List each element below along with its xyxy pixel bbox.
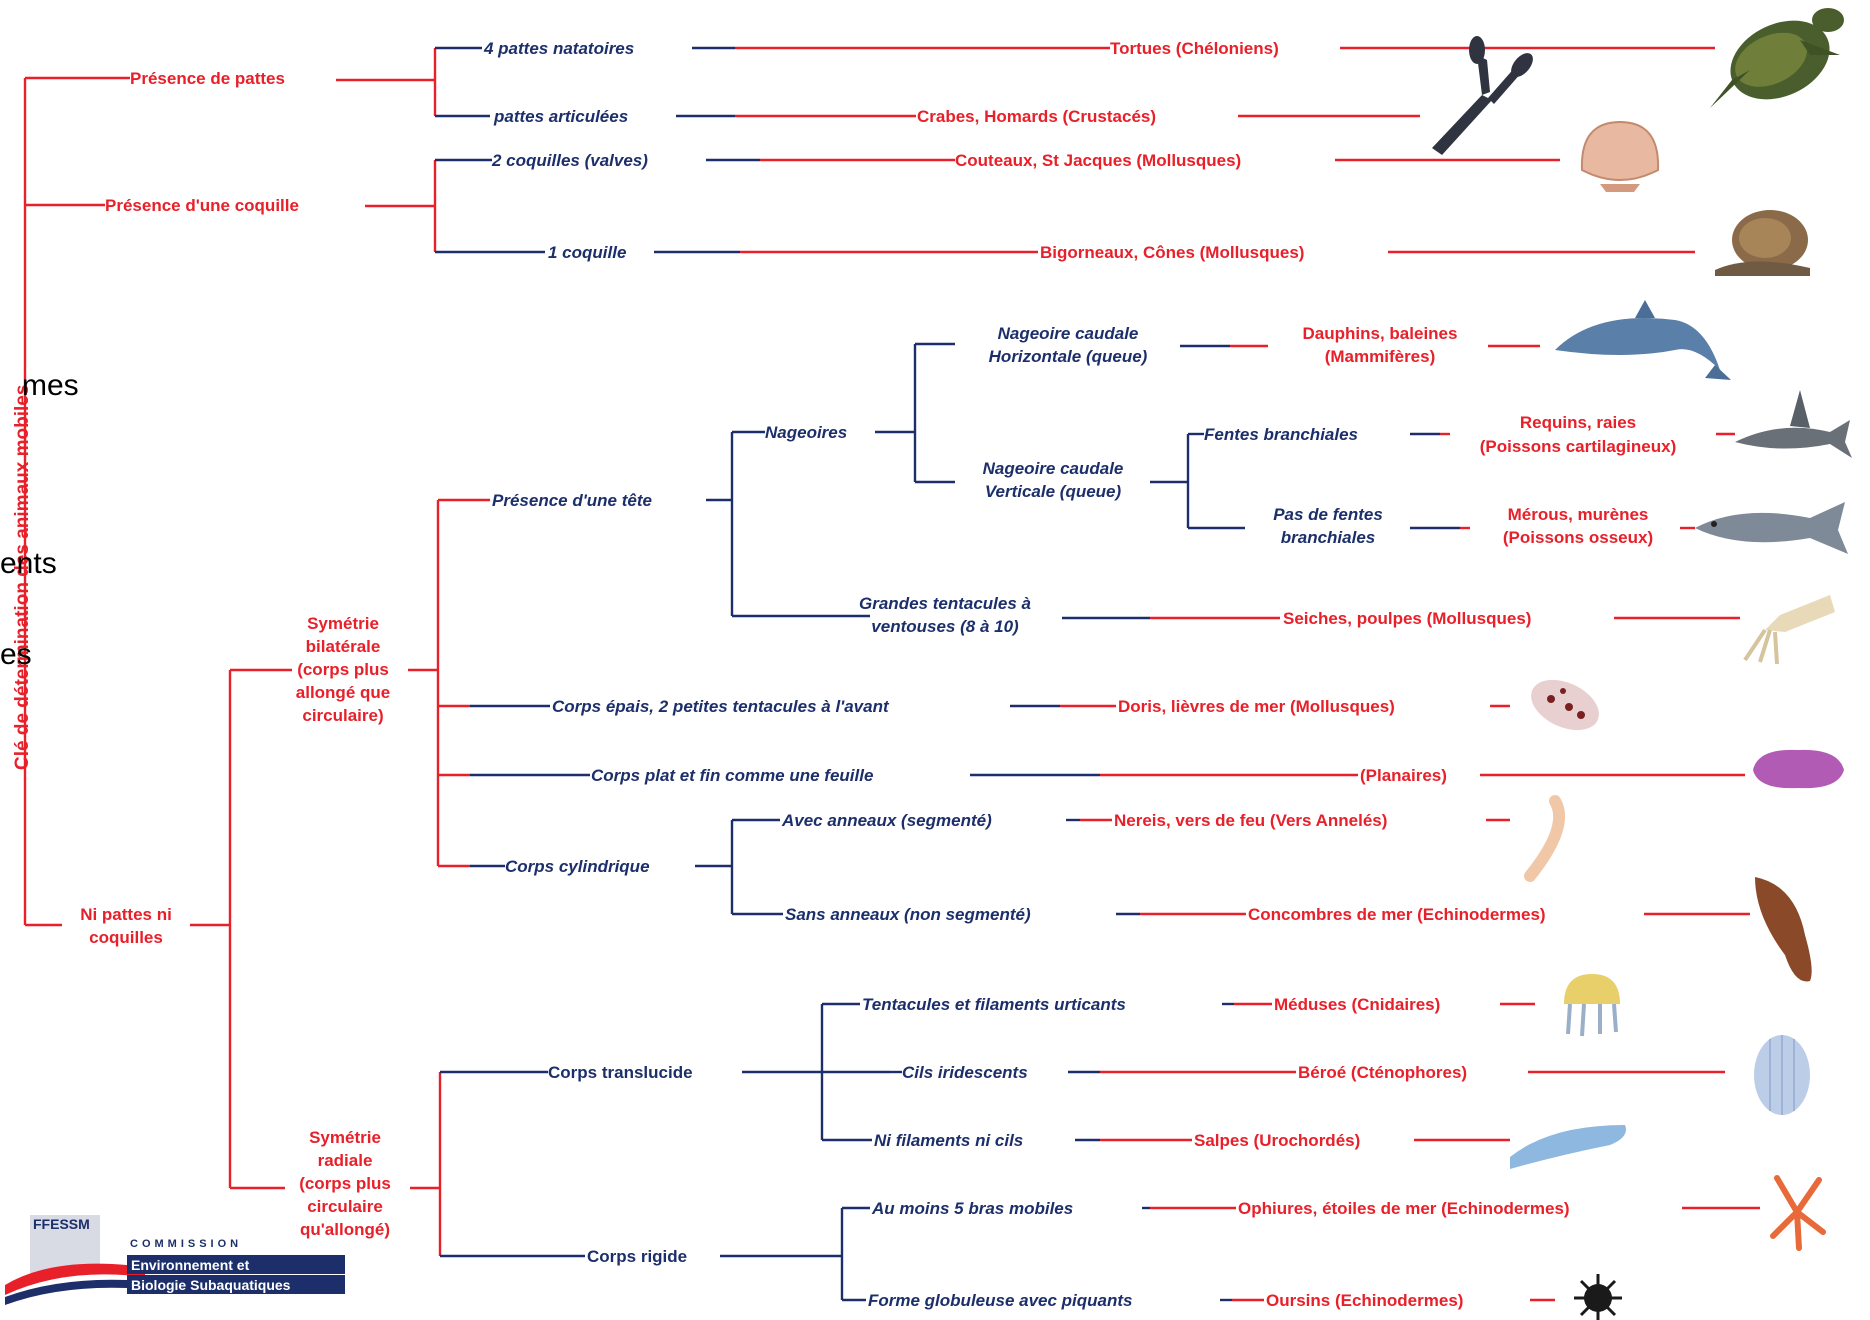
turtle-icon [1710, 8, 1844, 108]
node-ni-pattes-2: coquilles [89, 928, 163, 947]
node-translucide: Corps translucide [548, 1063, 693, 1082]
node-rigide: Corps rigide [587, 1247, 687, 1266]
squid-icon [1743, 595, 1835, 665]
node-nageoires: Nageoires [765, 423, 847, 442]
fish-icon [1695, 502, 1848, 554]
node-bras: Au moins 5 bras mobiles [871, 1199, 1073, 1218]
jellyfish-icon [1564, 974, 1620, 1037]
node-une-coquille: 1 coquille [548, 243, 626, 262]
nudibranch-icon [1531, 679, 1599, 731]
node-caudale-v-1: Nageoire caudale [983, 459, 1124, 478]
root-title: Clé de détermination des animaux mobiles [12, 385, 33, 770]
result-tortues: Tortues (Chéloniens) [1110, 39, 1279, 58]
node-globuleuse: Forme globuleuse avec piquants [868, 1291, 1133, 1310]
logo-line1: COMMISSION [130, 1238, 242, 1250]
shark-icon [1735, 390, 1852, 458]
dolphin-icon [1555, 300, 1731, 380]
node-presence-coquille: Présence d'une coquille [105, 196, 299, 215]
flatworm-icon [1753, 749, 1844, 789]
ghost-text-1: mes [22, 369, 79, 402]
node-sym-rad-2: radiale [318, 1151, 373, 1170]
node-urticants: Tentacules et filaments urticants [862, 995, 1126, 1014]
result-seiches: Seiches, poulpes (Mollusques) [1283, 609, 1531, 628]
comb-jelly-icon [1754, 1035, 1810, 1115]
node-ni-filaments: Ni filaments ni cils [874, 1131, 1023, 1150]
node-pattes-natatoires: 4 pattes natatoires [483, 39, 634, 58]
salp-icon [1510, 1125, 1626, 1169]
result-merous-1: Mérous, murènes [1508, 505, 1649, 524]
node-ni-pattes-1: Ni pattes ni [80, 905, 172, 924]
node-sans-anneaux: Sans anneaux (non segmenté) [785, 905, 1031, 924]
result-bigorneaux: Bigorneaux, Cônes (Mollusques) [1040, 243, 1304, 262]
node-sym-rad-5: qu'allongé) [300, 1220, 390, 1239]
result-nereis: Nereis, vers de feu (Vers Annelés) [1114, 811, 1387, 830]
node-fentes: Fentes branchiales [1204, 425, 1358, 444]
result-couteaux: Couteaux, St Jacques (Mollusques) [955, 151, 1241, 170]
node-corps-plat: Corps plat et fin comme une feuille [591, 766, 873, 785]
result-requins-1: Requins, raies [1520, 413, 1636, 432]
node-presence-pattes: Présence de pattes [130, 69, 285, 88]
ghost-text-2: ents [0, 547, 57, 580]
node-sym-bilat-1: Symétrie [307, 614, 379, 633]
ffessm-logo: FFESSM COMMISSION Environnement et Biolo… [5, 1215, 345, 1305]
node-sym-bilat-5: circulaire) [302, 706, 383, 725]
root-branch [23, 76, 130, 927]
result-doris: Doris, lièvres de mer (Mollusques) [1118, 697, 1395, 716]
result-crabes: Crabes, Homards (Crustacés) [917, 107, 1156, 126]
node-sym-bilat-3: (corps plus [297, 660, 389, 679]
node-corps-epais: Corps épais, 2 petites tentacules à l'av… [552, 697, 890, 716]
result-oursins: Oursins (Echinodermes) [1266, 1291, 1463, 1310]
node-corps-cyl: Corps cylindrique [505, 857, 650, 876]
node-tentacules-1: Grandes tentacules à [859, 594, 1031, 613]
worm-icon [1524, 795, 1566, 882]
node-presence-tete: Présence d'une tête [492, 491, 652, 510]
node-pattes-articulees: pattes articulées [493, 107, 628, 126]
result-requins-2: (Poissons cartilagineux) [1480, 437, 1677, 456]
node-sym-bilat-4: allongé que [296, 683, 390, 702]
result-ophiures: Ophiures, étoiles de mer (Echinodermes) [1238, 1199, 1570, 1218]
node-pas-fentes-1: Pas de fentes [1273, 505, 1383, 524]
node-caudale-v-2: Verticale (queue) [985, 482, 1122, 501]
node-sym-bilat-2: bilatérale [306, 637, 381, 656]
result-merous-2: (Poissons osseux) [1503, 528, 1653, 547]
result-concombres: Concombres de mer (Echinodermes) [1248, 905, 1546, 924]
result-meduses: Méduses (Cnidaires) [1274, 995, 1440, 1014]
starfish-icon [1770, 1175, 1826, 1251]
node-sym-rad-3: (corps plus [299, 1174, 391, 1193]
result-beroe: Béroé (Cténophores) [1298, 1063, 1467, 1082]
sea-cucumber-icon [1755, 877, 1812, 982]
result-planaires: (Planaires) [1360, 766, 1447, 785]
node-cils: Cils iridescents [902, 1063, 1028, 1082]
node-caudale-h-2: Horizontale (queue) [989, 347, 1148, 366]
scallop-icon [1580, 120, 1660, 192]
result-dauphins-1: Dauphins, baleines [1303, 324, 1458, 343]
lobster-icon [1432, 36, 1533, 155]
node-sym-rad-1: Symétrie [309, 1128, 381, 1147]
node-deux-coquilles: 2 coquilles (valves) [491, 151, 648, 170]
node-pas-fentes-2: branchiales [1281, 528, 1376, 547]
urchin-icon [1574, 1274, 1622, 1320]
ghost-text-3: es [0, 638, 32, 671]
logo-acronym: FFESSM [33, 1216, 90, 1232]
logo-line3: Biologie Subaquatiques [131, 1277, 291, 1293]
snail-icon [1715, 210, 1810, 276]
logo-line2: Environnement et [131, 1257, 250, 1273]
node-caudale-h-1: Nageoire caudale [998, 324, 1139, 343]
node-avec-anneaux: Avec anneaux (segmenté) [781, 811, 992, 830]
node-sym-rad-4: circulaire [307, 1197, 383, 1216]
node-tentacules-2: ventouses (8 à 10) [871, 617, 1019, 636]
result-dauphins-2: (Mammifères) [1325, 347, 1436, 366]
result-salpes: Salpes (Urochordés) [1194, 1131, 1360, 1150]
